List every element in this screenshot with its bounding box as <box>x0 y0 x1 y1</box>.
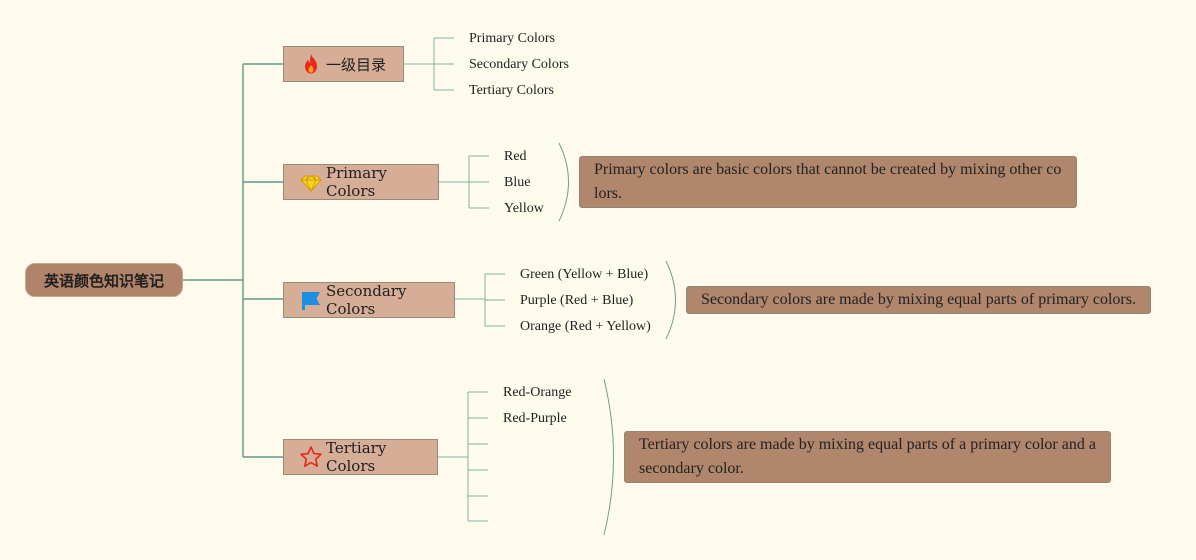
branch-topic-1-label: 一级目录 <box>326 55 387 74</box>
leaf-topic[interactable]: Green (Yellow + Blue) <box>520 267 649 282</box>
summary-note-tertiary[interactable]: Tertiary colors are made by mixing equal… <box>624 431 1111 483</box>
summary-note-tertiary-text: Tertiary colors are made by mixing equal… <box>639 436 1096 477</box>
branch-topic-4[interactable]: Tertiary Colors <box>283 439 438 475</box>
branch-topic-3[interactable]: Secondary Colors <box>283 282 455 318</box>
root-topic-label: 英语颜色知识笔记 <box>43 271 164 290</box>
leaf-topic[interactable]: Red-Purple <box>503 411 567 426</box>
diamond-icon <box>299 170 323 194</box>
fire-icon <box>299 52 323 76</box>
summary-note-primary-text: Primary colors are basic colors that can… <box>594 161 1062 202</box>
summary-brace-3 <box>665 260 676 340</box>
branch-topic-1[interactable]: 一级目录 <box>283 46 404 82</box>
branch-topic-2[interactable]: Primary Colors <box>283 164 439 200</box>
leaf-topic[interactable]: Secondary Colors <box>469 57 569 72</box>
branch-topic-3-label: Secondary Colors <box>326 282 407 318</box>
connector-leaves-3 <box>455 273 505 327</box>
connector-leaves-1 <box>404 37 454 91</box>
leaf-topic[interactable]: Red-Orange <box>503 385 572 400</box>
leaf-topic[interactable]: Tertiary Colors <box>469 83 554 98</box>
connector-leaves-2 <box>439 155 489 209</box>
summary-note-secondary-text: Secondary colors are made by mixing equa… <box>701 291 1136 308</box>
branch-topic-2-label: Primary Colors <box>326 164 387 200</box>
leaf-topic[interactable]: Purple (Red + Blue) <box>520 293 634 308</box>
flag-icon <box>299 288 323 312</box>
root-topic[interactable]: 英语颜色知识笔记 <box>25 263 183 297</box>
leaf-topic[interactable]: Orange (Red + Yellow) <box>520 319 651 334</box>
leaf-topic[interactable]: Blue <box>504 175 531 190</box>
leaf-topic[interactable]: Yellow <box>504 201 544 216</box>
connector-leaves-4 <box>438 391 488 522</box>
summary-brace-4 <box>603 378 614 536</box>
summary-brace-2 <box>558 142 569 222</box>
leaf-topic[interactable]: Red <box>504 149 527 164</box>
leaf-topic[interactable]: Primary Colors <box>469 31 555 46</box>
summary-note-secondary[interactable]: Secondary colors are made by mixing equa… <box>686 286 1151 314</box>
summary-note-primary[interactable]: Primary colors are basic colors that can… <box>579 156 1077 208</box>
branch-topic-4-label: Tertiary Colors <box>326 439 387 475</box>
star-icon <box>299 445 323 469</box>
